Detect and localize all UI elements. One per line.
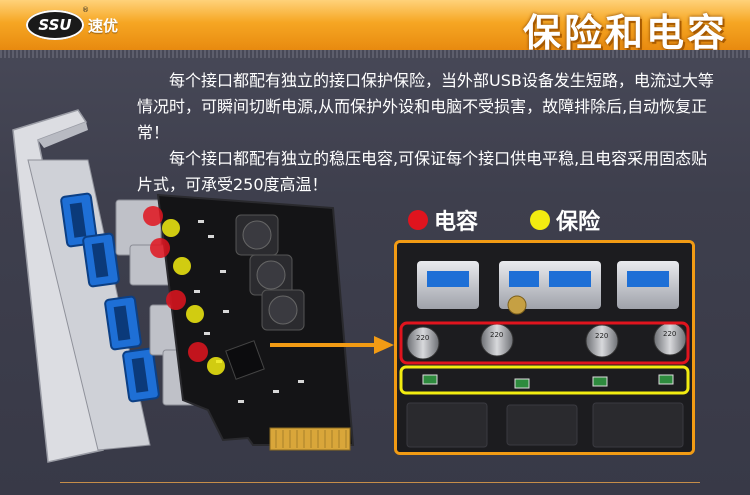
description-text: 每个接口都配有独立的接口保护保险，当外部USB设备发生短路，电流过大等情况时，可… xyxy=(137,68,717,198)
pointer-arrow-icon xyxy=(270,336,394,354)
page-title: 保险和电容 xyxy=(522,11,728,55)
legend-capacitor-label: 电容 xyxy=(434,210,479,235)
metal-bracket xyxy=(12,109,151,463)
usb-port-4-icon xyxy=(122,347,160,403)
capacitor-highlight-box xyxy=(399,321,690,365)
header-divider xyxy=(0,50,750,58)
usb-port-2-icon xyxy=(82,232,120,288)
capacitor-mark-4: 220 xyxy=(663,330,676,338)
pcie-card-illustration xyxy=(8,100,378,470)
yellow-dot-icon xyxy=(530,210,550,230)
legend-fuse: 保险 xyxy=(530,204,600,236)
zoom-detail-panel: 220 220 220 220 xyxy=(394,240,695,455)
legend-capacitor: 电容 xyxy=(408,204,478,236)
usb-port-3-icon xyxy=(104,295,142,351)
logo-chinese-name: 速优 xyxy=(88,16,119,35)
brand-logo: SSU ® 速优 xyxy=(0,0,150,50)
zoom-usb-ports xyxy=(417,261,679,315)
fuse-highlight-box xyxy=(399,365,690,395)
capacitor-mark-3: 220 xyxy=(595,332,608,340)
pcb-board xyxy=(156,193,355,451)
capacitor-markers xyxy=(143,206,208,362)
footer-divider xyxy=(60,482,700,483)
zoom-circuitry xyxy=(406,402,684,448)
description-paragraph-capacitor: 每个接口都配有独立的稳压电容,可保证每个接口供电平稳,且电容采用固态贴片式，可承… xyxy=(137,149,708,194)
legend-fuse-label: 保险 xyxy=(556,210,601,235)
capacitor-mark-1: 220 xyxy=(416,334,429,342)
capacitor-mark-2: 220 xyxy=(490,331,503,339)
zoom-fuses xyxy=(422,374,674,389)
controller-chip xyxy=(225,340,265,380)
description-paragraph-fuse: 每个接口都配有独立的接口保护保险，当外部USB设备发生短路，电流过大等情况时，可… xyxy=(137,71,714,142)
registered-mark: ® xyxy=(82,6,89,14)
logo-badge: SSU xyxy=(26,10,84,40)
inductor-components xyxy=(235,214,305,331)
header-banner: SSU ® 速优 保险和电容 xyxy=(0,0,750,55)
zoom-capacitors xyxy=(406,322,687,360)
fuse-markers xyxy=(162,219,225,375)
usb-port-1-icon xyxy=(60,192,98,248)
red-dot-icon xyxy=(408,210,428,230)
